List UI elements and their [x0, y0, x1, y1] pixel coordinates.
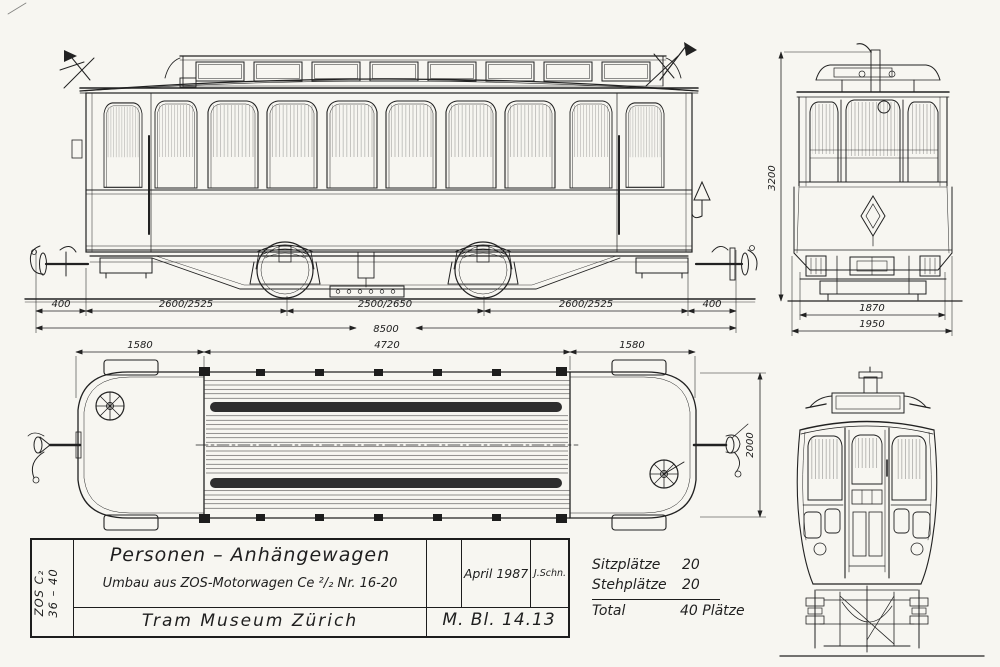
dim-end-body-width: 1870 [859, 303, 884, 314]
roof-ventilator [858, 366, 883, 394]
drawing-date: April 1987 [463, 566, 529, 581]
side-dimensions: 400 2600/2525 2500/2650 2600/2525 400 85… [35, 250, 737, 335]
trolley-catcher-right [645, 42, 697, 87]
trolley-catcher-left [59, 50, 197, 89]
platform-floor-right [569, 371, 697, 519]
seats-value: 20 [682, 557, 700, 573]
title-block-divider [426, 540, 427, 636]
clerestory-windows [195, 61, 651, 82]
clerestory-side-band [210, 478, 562, 488]
series-class: ZOS C₂ [32, 569, 46, 617]
roof-board [815, 43, 941, 93]
draftsman-initials: J.Schn. [533, 568, 567, 579]
side-lamp-bracket [71, 139, 83, 159]
truss-rod [151, 257, 621, 290]
total-value: 40 Plätze [680, 603, 745, 619]
seats-label: Sitzplätze [592, 557, 661, 573]
title-block-divider [461, 540, 462, 608]
front-undercarriage [799, 255, 947, 301]
scan-corner-mark [7, 2, 27, 15]
end-elevation-front-view: 3200 1870 1950 [767, 43, 963, 336]
pillar-sections [199, 367, 567, 523]
capacity-table: Sitzplätze 20 Stehplätze 20 Total 40 Plä… [592, 557, 802, 625]
brake-handwheel-left [95, 391, 125, 421]
plan-coupler-left [27, 431, 82, 484]
plan-view: 1580 4720 1580 [27, 340, 766, 531]
clerestory-side-band [210, 402, 562, 412]
emblem [860, 195, 886, 247]
side-steps [99, 257, 689, 279]
capacity-row-standing: Stehplätze 20 [592, 577, 720, 597]
coupler-left [29, 245, 90, 277]
footboard [329, 285, 405, 298]
side-elevation-view [24, 42, 758, 303]
dim-right-section: 2600/2525 [559, 299, 613, 310]
end-elevation-rear-view [779, 366, 985, 657]
dim-left-section: 2600/2525 [159, 299, 213, 310]
dim-end-overall-width: 1950 [859, 319, 884, 330]
sheet-number: M. Bl. 14.13 [442, 610, 556, 630]
plan-steps [103, 359, 667, 531]
capacity-row-seats: Sitzplätze 20 [592, 557, 720, 577]
fleet-numbers: 36 – 40 [46, 568, 60, 618]
roof-eaves-planks-top [204, 378, 570, 401]
dim-overhang-left: 400 [51, 299, 70, 310]
standing-label: Stehplätze [592, 577, 667, 593]
coupler-right [694, 245, 758, 281]
brake-handwheel-right [649, 459, 685, 489]
plan-coupler-right [692, 423, 749, 478]
front-lamp [877, 100, 891, 114]
dim-overall-height: 3200 [767, 165, 778, 190]
organization-name: Tram Museum Zürich [141, 611, 359, 631]
dim-wheelbase: 2500/2650 [358, 299, 412, 310]
platform-floor-left [77, 371, 205, 519]
saloon-windows [207, 100, 556, 189]
title-block-divider [73, 607, 568, 608]
title-block-divider [530, 540, 531, 608]
rear-door [848, 434, 888, 567]
dim-platform-right: 1580 [619, 340, 644, 351]
title-block: ZOS C₂ 36 – 40 Personen – Anhängewagen U… [30, 538, 570, 638]
roof-eaves-planks-bottom [204, 489, 570, 512]
dim-platform-left: 1580 [127, 340, 152, 351]
capacity-total-row: Total 40 Plätze [592, 603, 802, 625]
dim-overhang-right: 400 [702, 299, 721, 310]
total-label: Total [592, 603, 626, 619]
dim-overall-length: 8500 [373, 324, 398, 335]
standing-value: 20 [682, 577, 700, 593]
title-block-divider [73, 540, 74, 636]
series-designation: ZOS C₂ 36 – 40 [32, 545, 72, 641]
drawing-subtitle: Umbau aus ZOS-Motorwagen Ce ²/₂ Nr. 16-2… [102, 576, 398, 591]
rear-undercarriage [805, 585, 929, 653]
dim-body-width: 2000 [745, 432, 756, 457]
route-sign [691, 180, 711, 219]
dim-saloon-length: 4720 [374, 340, 399, 351]
drawing-title: Personen – Anhängewagen [109, 544, 391, 566]
